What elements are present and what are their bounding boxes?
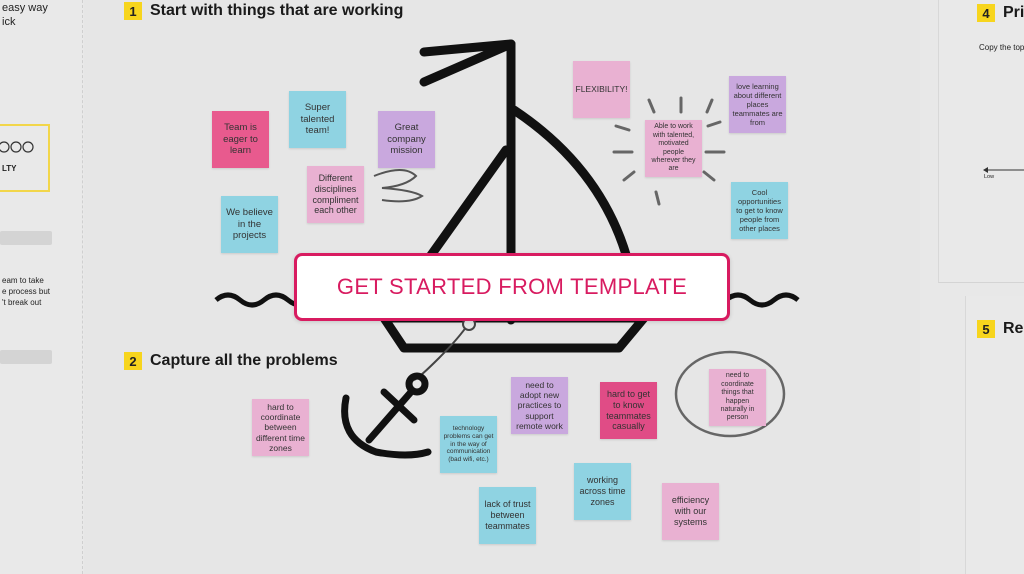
section-4-header: 4 Pri (977, 4, 1024, 22)
section-5-number: 5 (977, 320, 995, 338)
section-4-copy: Copy the top (979, 43, 1024, 52)
sticky-note-tech-problems[interactable]: technology problems can get in the way o… (440, 416, 497, 473)
left-para-1: eam to take (2, 276, 44, 285)
axis-low-label: Low (984, 174, 995, 180)
sticky-note-believe-projects[interactable]: We believe in the projects (221, 196, 278, 253)
left-bar-1 (0, 231, 52, 245)
left-box-label: LTY (2, 164, 17, 173)
left-snippet-2: ick (2, 16, 16, 28)
section-2-header: 2 Capture all the problems (124, 352, 338, 370)
section-4-title: Pri (1003, 4, 1024, 21)
sticky-note-flexibility[interactable]: FLEXIBILITY! (573, 61, 630, 118)
sticky-note-need-coordinate[interactable]: need to coordinate things that happen na… (709, 369, 766, 426)
sticky-note-team-eager[interactable]: Team is eager to learn (212, 111, 269, 168)
sticky-note-new-practices[interactable]: need to adopt new practices to support r… (511, 377, 568, 434)
section-1-title: Start with things that are working (150, 2, 404, 19)
left-para-2: e process but (2, 287, 51, 296)
get-started-button[interactable]: GET STARTED FROM TEMPLATE (294, 253, 730, 321)
left-para-3: 't break out (2, 298, 42, 307)
sticky-note-hard-coordinate-zones[interactable]: hard to coordinate between different tim… (252, 399, 309, 456)
section-4-number: 4 (977, 4, 995, 22)
section-1-number: 1 (124, 2, 142, 20)
section-1-header: 1 Start with things that are working (124, 2, 403, 20)
left-bar-2 (0, 350, 52, 364)
sticky-note-working-zones[interactable]: working across time zones (574, 463, 631, 520)
sticky-note-different-disciplines[interactable]: Different disciplines compliment each ot… (307, 166, 364, 223)
main-board-panel: 1 Start with things that are working 2 C… (84, 0, 920, 574)
section-5-header: 5 Re (977, 320, 1023, 338)
sailboat-illustration (214, 39, 800, 459)
anchor-icon (341, 372, 432, 459)
sticky-note-hard-know[interactable]: hard to get to know teammates casually (600, 382, 657, 439)
sticky-note-super-talented[interactable]: Super talented team! (289, 91, 346, 148)
sticky-note-cool-opportunities[interactable]: Cool opportunities to get to know people… (731, 182, 788, 239)
left-highlight-box: LTY (0, 124, 50, 192)
section-5-title: Re (1003, 320, 1024, 337)
left-snippet-1: easy way (2, 2, 48, 14)
sticky-note-lack-trust[interactable]: lack of trust between teammates (479, 487, 536, 544)
right-board-panel-top: 4 Pri Copy the top Low (938, 0, 1024, 283)
circles-icon (0, 141, 34, 153)
axis-arrow-icon (983, 167, 1024, 173)
left-board-panel: easy way ick LTY eam to take e process b… (0, 0, 83, 574)
section-2-number: 2 (124, 352, 142, 370)
right-board-panel-bottom: 5 Re (965, 296, 1024, 574)
section-2-title: Capture all the problems (150, 352, 338, 369)
sticky-note-able-to-work[interactable]: Able to work with talented, motivated pe… (645, 120, 702, 177)
sticky-note-love-learning[interactable]: love learning about different places tea… (729, 76, 786, 133)
sticky-note-great-company[interactable]: Great company mission (378, 111, 435, 168)
sticky-note-efficiency[interactable]: efficiency with our systems (662, 483, 719, 540)
